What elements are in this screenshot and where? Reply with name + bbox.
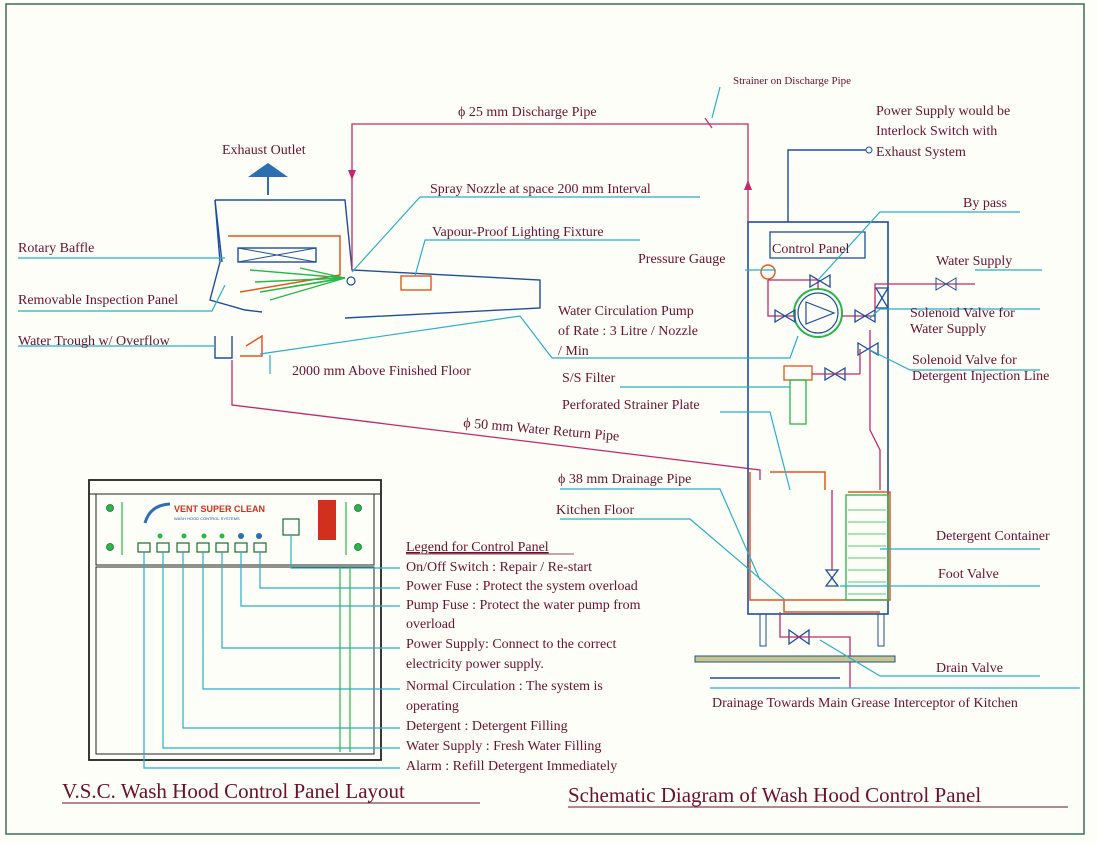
label-foot-valve: Foot Valve (938, 567, 999, 582)
panel-brand: VENT SUPER CLEAN (174, 504, 265, 514)
label-drainage-pipe: ϕ 38 mm Drainage Pipe (558, 472, 691, 487)
label-vapour-light: Vapour-Proof Lighting Fixture (432, 225, 604, 240)
legend-item: Power Supply: Connect to the correct (406, 637, 616, 652)
label-drain-valve: Drain Valve (936, 661, 1003, 676)
labels: Strainer on Discharge Pipe ϕ 25 mm Disch… (18, 75, 1050, 711)
label-spray-nozzle: Spray Nozzle at space 200 mm Interval (430, 182, 651, 197)
label-rotary-baffle: Rotary Baffle (18, 241, 94, 256)
label-drainage-towards: Drainage Towards Main Grease Interceptor… (712, 696, 1018, 711)
red-badge (318, 500, 336, 540)
label-power-interlock-2: Interlock Switch with (876, 124, 997, 139)
leader-lines (18, 86, 1080, 689)
legend-title: Legend for Control Panel (406, 540, 549, 555)
exhaust-arrow-icon (248, 163, 288, 177)
ss-filter (783, 365, 813, 381)
detergent-switch (176, 542, 190, 553)
legend-item: Normal Circulation : The system is (406, 679, 603, 694)
title-left: V.S.C. Wash Hood Control Panel Layout (62, 779, 405, 803)
detergent-container (845, 494, 889, 601)
label-removable-panel: Removable Inspection Panel (18, 293, 178, 308)
label-solenoid-ws-2: Water Supply (910, 322, 986, 337)
legend-item: Alarm : Refill Detergent Immediately (406, 759, 617, 774)
control-panel-layout: VENT SUPER CLEAN WASH HOOD CONTROL SYSTE… (88, 479, 400, 769)
label-kitchen-floor: Kitchen Floor (556, 503, 634, 518)
outer-frame (5, 3, 1085, 835)
power-supply-switch (215, 542, 229, 553)
label-ss-filter: S/S Filter (562, 371, 616, 386)
label-pressure-gauge: Pressure Gauge (638, 252, 725, 267)
lighting-fixture (400, 275, 432, 291)
pump-fuse (234, 542, 248, 553)
legend-item: electricity power supply. (406, 657, 544, 672)
circulation-switch (196, 542, 210, 553)
label-water-supply: Water Supply (936, 254, 1012, 269)
kitchen-floor-line (694, 655, 896, 663)
label-power-interlock-1: Power Supply would be (876, 104, 1010, 119)
legend-item: Power Fuse : Protect the system overload (406, 579, 638, 594)
legend-item: Pump Fuse : Protect the water pump from (406, 598, 641, 613)
label-pump-1: Water Circulation Pump (558, 304, 694, 319)
title-right: Schematic Diagram of Wash Hood Control P… (568, 783, 981, 807)
pipes (231, 117, 975, 480)
label-solenoid-det-2: Detergent Injection Line (912, 369, 1049, 384)
legend-item: Detergent : Detergent Filling (406, 719, 568, 734)
label-solenoid-det-1: Solenoid Valve for (912, 353, 1017, 368)
legend-item: Water Supply : Fresh Water Filling (406, 739, 601, 754)
water-supply-switch (156, 542, 170, 553)
label-pump-2: of Rate : 3 Litre / Nozzle (558, 324, 698, 339)
label-return-pipe: ϕ 50 mm Water Return Pipe (463, 416, 620, 445)
on-off-switch (282, 518, 300, 536)
rotary-baffle (237, 247, 317, 263)
panel-brand-sub: WASH HOOD CONTROL SYSTEMS (174, 516, 240, 521)
label-pump-3: / Min (558, 344, 589, 359)
label-solenoid-ws-1: Solenoid Valve for (910, 306, 1015, 321)
knob-icon (106, 504, 114, 512)
label-by-pass: By pass (963, 196, 1007, 211)
legend-item: On/Off Switch : Repair / Re-start (406, 560, 592, 575)
control-cabinet (694, 221, 905, 688)
spray-nozzle (346, 276, 356, 286)
label-above-floor: 2000 mm Above Finished Floor (292, 364, 471, 379)
label-exhaust-outlet: Exhaust Outlet (222, 143, 306, 158)
control-panel-box (769, 231, 866, 259)
label-water-trough: Water Trough w/ Overflow (18, 334, 171, 349)
label-perforated-plate: Perforated Strainer Plate (562, 398, 700, 413)
label-discharge-pipe: ϕ 25 mm Discharge Pipe (458, 105, 597, 120)
hood-drawing (209, 163, 541, 359)
legend-item: overload (406, 617, 455, 632)
label-detergent-container: Detergent Container (936, 529, 1050, 544)
label-power-interlock-3: Exhaust System (876, 145, 966, 160)
legend: Legend for Control Panel On/Off Switch :… (406, 540, 641, 774)
power-fuse (253, 542, 267, 553)
alarm-switch (137, 542, 151, 553)
label-strainer-discharge: Strainer on Discharge Pipe (733, 75, 851, 87)
label-control-panel: Control Panel (772, 242, 849, 257)
logo-mark-icon (143, 502, 171, 524)
legend-item: operating (406, 699, 459, 714)
pressure-gauge-icon (760, 264, 776, 280)
